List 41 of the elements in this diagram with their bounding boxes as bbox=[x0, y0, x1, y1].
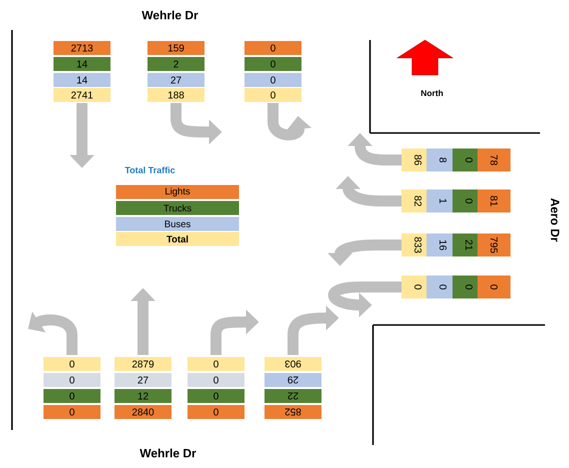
count-cell: 0 bbox=[188, 405, 244, 419]
count-cell: 852 bbox=[264, 405, 322, 419]
count-cell: 0 bbox=[44, 405, 100, 419]
direction-label: North bbox=[421, 90, 443, 96]
count-cell: 0 bbox=[478, 276, 510, 298]
count-cell: 795 bbox=[478, 234, 510, 256]
count-cell: 14 bbox=[54, 57, 110, 71]
count-cell: 27 bbox=[114, 373, 172, 387]
count-cell: 0 bbox=[244, 41, 302, 55]
count-cell: 159 bbox=[148, 41, 204, 55]
count-cell: 2 bbox=[148, 57, 204, 71]
count-cell: 0 bbox=[188, 389, 244, 403]
count-cell: 81 bbox=[478, 190, 510, 212]
count-cell: 0 bbox=[44, 373, 100, 387]
count-cell: 0 bbox=[44, 357, 100, 371]
count-cell: 2741 bbox=[54, 88, 110, 102]
road-name: Aero Dr bbox=[550, 198, 560, 242]
count-cell: 78 bbox=[478, 148, 510, 172]
count-cell: 12 bbox=[114, 389, 172, 403]
legend-label: Buses bbox=[165, 220, 190, 228]
count-cell: 0 bbox=[188, 357, 244, 371]
count-cell: 188 bbox=[148, 88, 204, 102]
count-cell: 2713 bbox=[54, 41, 110, 55]
legend-title: Total Traffic bbox=[124, 166, 175, 174]
count-cell: 0 bbox=[188, 373, 244, 387]
legend-label: Total bbox=[166, 236, 188, 242]
count-cell: 903 bbox=[264, 357, 322, 371]
legend-label: Trucks bbox=[164, 204, 192, 212]
road-name: Wehrle Dr bbox=[140, 448, 196, 458]
count-cell: 0 bbox=[244, 73, 302, 87]
count-cell: 0 bbox=[44, 389, 100, 403]
count-cell: 29 bbox=[264, 373, 322, 387]
count-cell: 27 bbox=[148, 73, 204, 87]
count-cell: 2879 bbox=[114, 357, 172, 371]
count-cell: 14 bbox=[54, 73, 110, 87]
count-cell: 0 bbox=[244, 57, 302, 71]
count-cell: 2840 bbox=[114, 405, 172, 419]
count-cell: 22 bbox=[264, 389, 322, 403]
legend-label: Lights bbox=[166, 188, 190, 196]
count-cell: 0 bbox=[244, 88, 302, 102]
road-name: Wehrle Dr bbox=[142, 10, 198, 20]
